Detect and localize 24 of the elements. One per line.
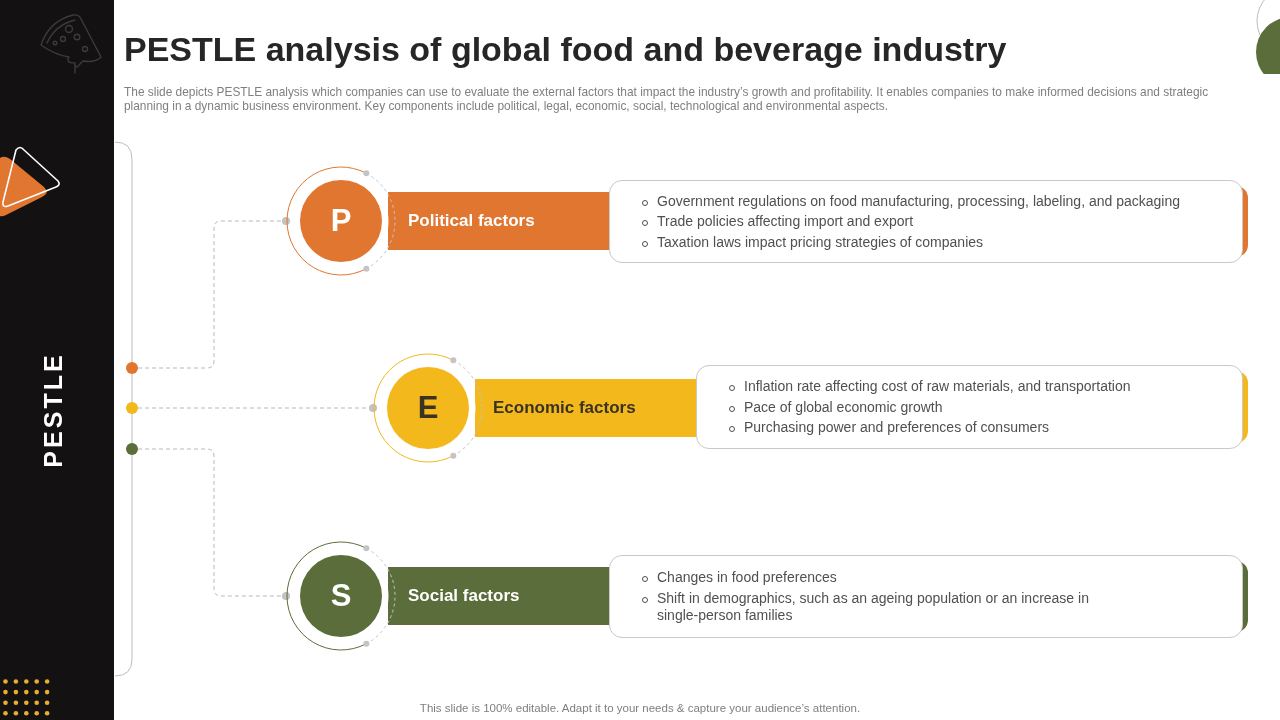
junction-dot — [126, 402, 138, 414]
info-card — [609, 555, 1243, 638]
bullet-text: Inflation rate affecting cost of raw materials, and transportation — [744, 378, 1131, 395]
bullet-text: Shift in demographics, such as an ageing population or an increase in single-person families — [657, 589, 1090, 624]
dashed-connector — [137, 216, 291, 369]
category-bar: Economic factors — [475, 379, 697, 437]
bullet-text: Trade policies affecting import and export — [657, 213, 914, 230]
category-bar: Social factors — [388, 567, 610, 625]
dashed-connector — [137, 448, 291, 601]
bullet-text: Changes in food preferences — [657, 569, 837, 587]
bullet-text: Taxation laws impact pricing strategies of companies — [657, 233, 984, 251]
bullet-text: Purchasing power and preferences of consumers — [744, 419, 1050, 436]
footer-note: This slide is 100% editable. Adapt it to your needs & capture your audience’s attention. — [419, 701, 861, 715]
description-text: The slide depicts PESTLE analysis which companies can use to evaluate the external factors that impact the industry’s growth and profitability. It enables companies to make informed decisions and strategic planning in a dynamic business environment. Key components include political, legal, economic, social, technological and environmental aspects. — [124, 85, 1210, 113]
slide-title: PESTLE analysis of global food and beverage industry — [124, 29, 1007, 70]
sidebar-title: PESTLE — [38, 352, 68, 468]
bullet-text: Pace of global economic growth — [744, 398, 943, 416]
info-card — [696, 365, 1243, 449]
bullet-text: Government regulations on food manufacturing, processing, labeling, and packaging — [657, 192, 1180, 210]
category-bar: Political factors — [388, 192, 610, 250]
junction-dot — [126, 362, 138, 374]
dashed-connector — [137, 403, 378, 413]
junction-dot — [126, 443, 138, 455]
info-card — [609, 180, 1243, 263]
